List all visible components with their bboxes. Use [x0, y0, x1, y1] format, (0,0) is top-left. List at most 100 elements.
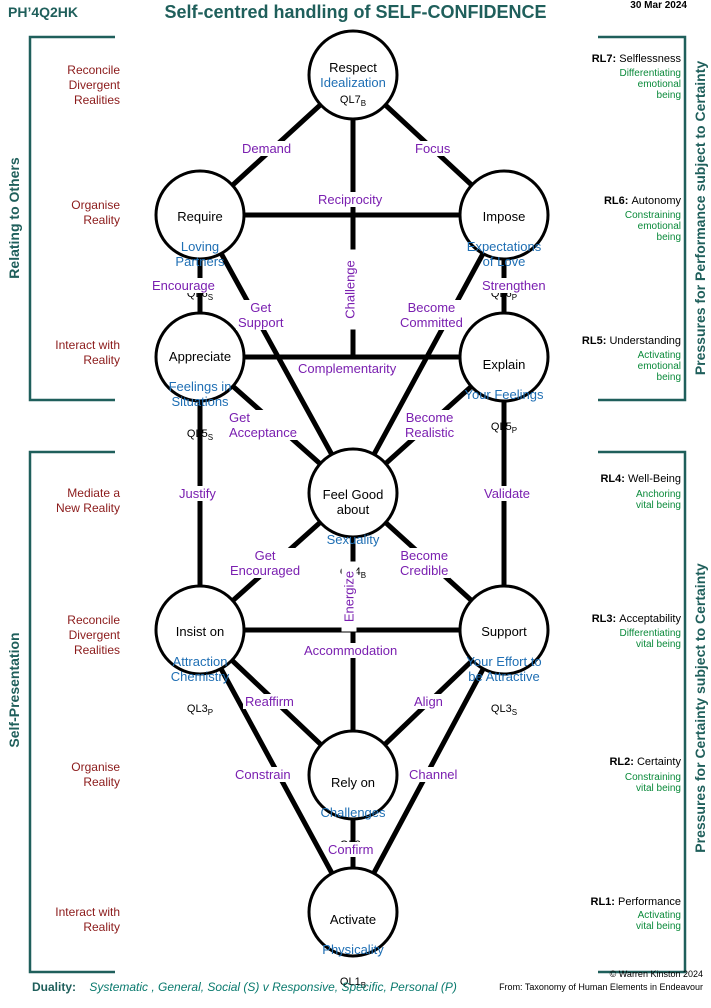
circle-ql6s	[154, 169, 246, 261]
node-ql3p: Insist on Attraction Chemistry QL3P	[150, 609, 250, 735]
path-become-realistic: Become Realistic	[403, 410, 457, 440]
duality-label: Duality:	[32, 980, 77, 994]
node-ql7-verb: Respect	[329, 60, 377, 75]
node-ql3p-object: Attraction Chemistry	[170, 654, 230, 684]
node-ql5s-verb: Appreciate	[168, 349, 232, 364]
path-get-support: Get Support	[236, 300, 286, 330]
circle-ql5s	[154, 311, 246, 403]
left-label-4: Mediate a New Reality	[55, 486, 120, 515]
self-presentation-bracket	[28, 450, 115, 974]
node-ql7-object: Idealization	[320, 75, 386, 90]
right-level-6-sub: Constraining emotional being	[624, 210, 681, 243]
right-level-4: RL4: Well-Being	[600, 473, 681, 485]
path-strengthen: Strengthen	[480, 278, 548, 293]
right-level-6: RL6: Autonomy	[603, 195, 681, 207]
path-constrain: Constrain	[233, 767, 293, 782]
node-ql1-code: QL1B	[339, 976, 367, 991]
path-focus: Focus	[413, 141, 453, 156]
node-ql3p-verb: Insist on	[175, 624, 225, 639]
right-level-3: RL3: Acceptability	[591, 613, 681, 625]
path-complementarity: Complementarity	[296, 361, 399, 376]
credit-block: © Warren Kinston 2024 From: Taxonomy of …	[499, 968, 703, 994]
circle-ql3p	[154, 584, 246, 676]
right-level-5: RL5: Understanding	[581, 335, 681, 347]
path-confirm: Confirm	[326, 842, 376, 857]
node-ql3s: Support Your Effort to be Attractive QL3…	[452, 609, 556, 735]
node-ql6s: Require Loving Partners QL6S	[150, 194, 250, 320]
path-become-credible: Become Credible	[398, 548, 451, 578]
left-label-2: Organise Reality	[71, 198, 120, 227]
node-ql1-object: Physicality	[322, 942, 384, 957]
right-level-3-sub: Differentiating vital being	[619, 628, 681, 650]
path-demand: Demand	[240, 141, 294, 156]
node-ql4-verb: Feel Good about	[322, 487, 384, 517]
path-reaffirm: Reaffirm	[243, 694, 296, 709]
line-become-committed	[350, 212, 507, 496]
relating-bracket	[28, 35, 115, 402]
right-level-1-sub: Activating vital being	[635, 910, 681, 932]
duality-footer: Duality: Systematic , General, Social (S…	[32, 980, 457, 994]
right-level-2-sub: Constraining vital being	[624, 772, 681, 794]
node-ql1: Activate Physicality QL1B	[303, 897, 403, 1008]
path-encourage: Encourage	[150, 278, 217, 293]
pressures-certainty-bracket	[598, 450, 687, 974]
pressures-certainty-label: Pressures for Certainty subject to Certa…	[692, 563, 708, 853]
node-ql1-verb: Activate	[329, 912, 377, 927]
node-ql6s-object: Loving Partners	[175, 239, 225, 269]
path-validate: Validate	[482, 486, 533, 501]
path-challenge: Challenge	[342, 249, 358, 330]
date-label: 30 Mar 2024	[630, 0, 687, 11]
line-get-support	[197, 212, 356, 496]
right-level-2: RL2: Certainty	[609, 756, 681, 768]
node-ql5p-code: QL5P	[490, 421, 518, 436]
node-ql2-object: Challenges	[320, 805, 386, 820]
circle-ql3s	[458, 584, 550, 676]
path-reciprocity: Reciprocity	[316, 192, 385, 207]
path-get-encouraged: Get Encouraged	[228, 548, 303, 578]
pressures-performance-label: Pressures for Performance subject to Cer…	[692, 60, 708, 376]
self-presentation-label: Self-Presentation	[6, 632, 22, 748]
path-get-acceptance: Get Acceptance	[227, 410, 299, 440]
node-ql5s-object: Feelings in Situations	[168, 379, 232, 409]
path-channel: Channel	[407, 767, 460, 782]
left-label-7: Interact with Reality	[55, 905, 120, 934]
path-align: Align	[412, 694, 445, 709]
node-ql5p-object: Your Feelings	[464, 387, 544, 402]
source-reference: From: Taxonomy of Human Elements in Ende…	[499, 982, 703, 992]
left-label-5: Reconcile Divergent Realities	[67, 613, 120, 657]
circle-ql1	[307, 866, 399, 958]
left-label-3: Interact with Reality	[55, 338, 120, 367]
path-justify: Justify	[177, 486, 218, 501]
copyright: © Warren Kinston 2024	[609, 969, 703, 979]
node-ql7: Respect Idealization QL7B	[303, 60, 403, 111]
right-level-4-sub: Anchoring vital being	[635, 489, 681, 511]
circle-ql6p	[458, 169, 550, 261]
node-ql6p-object: Expectations of Love	[466, 239, 542, 269]
node-ql5s: Appreciate Feelings in Situations QL5S	[150, 334, 250, 460]
node-ql6s-verb: Require	[177, 209, 223, 224]
right-level-7: RL7: Selflessness	[591, 53, 681, 65]
node-ql4-object: Sexuality	[326, 532, 380, 547]
diagram-code: PH’4Q2HK	[8, 4, 79, 20]
right-level-7-sub: Differentiating emotional being	[619, 68, 681, 101]
right-level-1: RL1: Performance	[590, 896, 682, 908]
path-accommodation: Accommodation	[302, 643, 400, 658]
path-energize: Energize	[341, 561, 357, 632]
node-ql3s-verb: Support	[481, 624, 527, 639]
node-ql5p-verb: Explain	[482, 357, 526, 372]
right-level-5-sub: Activating emotional being	[637, 350, 681, 383]
left-label-1: Reconcile Divergent Realities	[67, 63, 120, 107]
node-ql5p: Explain Your Feelings QL5P	[454, 342, 554, 453]
node-ql3s-code: QL3S	[490, 703, 518, 718]
node-ql3p-code: QL3P	[186, 703, 214, 718]
circle-ql5p	[458, 311, 550, 403]
path-become-committed: Become Committed	[398, 300, 465, 330]
node-ql3s-object: Your Effort to be Attractive	[466, 654, 542, 684]
circle-ql7	[307, 29, 399, 121]
node-ql6p-verb: Impose	[482, 209, 526, 224]
pressures-performance-bracket	[598, 35, 687, 402]
left-label-6: Organise Reality	[71, 760, 120, 789]
page-title: Self-centred handling of SELF-CONFIDENCE	[164, 2, 547, 22]
circle-ql2	[307, 729, 399, 821]
relating-to-others-label: Relating to Others	[6, 157, 22, 279]
